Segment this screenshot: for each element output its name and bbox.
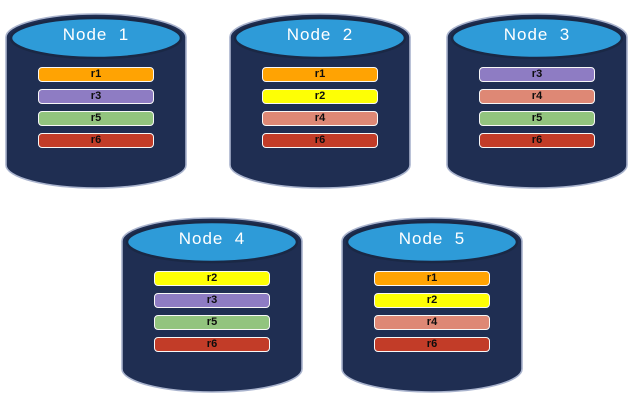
replica-list: r3 r4 r5 r6 bbox=[479, 67, 595, 155]
replica-bar-r6: r6 bbox=[374, 337, 490, 352]
replica-label: r4 bbox=[426, 316, 438, 328]
replica-bar-r6: r6 bbox=[262, 133, 378, 148]
replica-list: r2 r3 r5 r6 bbox=[154, 271, 270, 359]
replica-label: r2 bbox=[426, 294, 438, 306]
replica-bar-r1: r1 bbox=[374, 271, 490, 286]
replica-bar-r1: r1 bbox=[38, 67, 154, 82]
replica-bar-r3: r3 bbox=[154, 293, 270, 308]
replica-list: r1 r3 r5 r6 bbox=[38, 67, 154, 155]
replica-list: r1 r2 r4 r6 bbox=[262, 67, 378, 155]
replica-bar-r6: r6 bbox=[154, 337, 270, 352]
replica-label: r3 bbox=[90, 90, 102, 102]
replica-bar-r5: r5 bbox=[154, 315, 270, 330]
replica-bar-r4: r4 bbox=[479, 89, 595, 104]
replica-bar-r2: r2 bbox=[374, 293, 490, 308]
cylinder-top-ellipse bbox=[125, 220, 299, 264]
replica-bar-r2: r2 bbox=[154, 271, 270, 286]
replica-bar-r6: r6 bbox=[38, 133, 154, 148]
replica-label: r6 bbox=[426, 338, 438, 350]
replica-label: r3 bbox=[206, 294, 218, 306]
replica-bar-r1: r1 bbox=[262, 67, 378, 82]
replica-label: r5 bbox=[531, 112, 543, 124]
replica-bar-r4: r4 bbox=[374, 315, 490, 330]
replica-bar-r5: r5 bbox=[38, 111, 154, 126]
replica-label: r2 bbox=[206, 272, 218, 284]
replica-bar-r4: r4 bbox=[262, 111, 378, 126]
replica-label: r1 bbox=[90, 68, 102, 80]
replica-label: r1 bbox=[426, 272, 438, 284]
cylinder-top-ellipse bbox=[345, 220, 519, 264]
replica-bar-r6: r6 bbox=[479, 133, 595, 148]
replica-label: r6 bbox=[206, 338, 218, 350]
replica-label: r5 bbox=[206, 316, 218, 328]
replica-label: r6 bbox=[90, 134, 102, 146]
replica-bar-r2: r2 bbox=[262, 89, 378, 104]
replica-label: r4 bbox=[531, 90, 543, 102]
replica-list: r1 r2 r4 r6 bbox=[374, 271, 490, 359]
replica-label: r5 bbox=[90, 112, 102, 124]
replica-label: r2 bbox=[314, 90, 326, 102]
replica-label: r1 bbox=[314, 68, 326, 80]
cylinder-top-ellipse bbox=[9, 16, 183, 60]
replica-bar-r5: r5 bbox=[479, 111, 595, 126]
replica-label: r6 bbox=[531, 134, 543, 146]
cylinder-top-ellipse bbox=[233, 16, 407, 60]
replica-label: r3 bbox=[531, 68, 543, 80]
replica-label: r4 bbox=[314, 112, 326, 124]
cylinder-top-ellipse bbox=[450, 16, 624, 60]
replica-bar-r3: r3 bbox=[38, 89, 154, 104]
replica-label: r6 bbox=[314, 134, 326, 146]
replica-bar-r3: r3 bbox=[479, 67, 595, 82]
